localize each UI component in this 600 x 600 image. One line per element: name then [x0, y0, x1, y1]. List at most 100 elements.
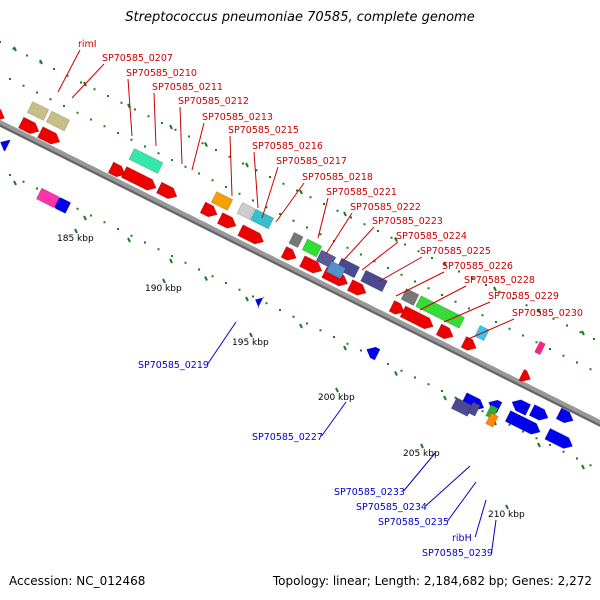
- top-gene-label: SP70585_0210: [126, 68, 197, 79]
- reverse-gene-arrow: [366, 346, 381, 361]
- tick-mark-lower: [581, 464, 585, 470]
- top-gene-label: SP70585_0217: [276, 156, 347, 167]
- top-gene-label: SP70585_0225: [420, 246, 491, 257]
- bottom-label-leader: [425, 465, 471, 507]
- guide-dot-lower: [508, 423, 511, 426]
- cog-colored-box: [360, 269, 388, 293]
- kbp-tick: [249, 332, 253, 338]
- reverse-gene-arrow: [528, 404, 549, 421]
- guide-dot-far-upper: [485, 284, 487, 286]
- guide-dot-lower: [306, 322, 308, 325]
- guide-dot-upper: [63, 105, 65, 107]
- guide-dot-upper: [441, 294, 443, 296]
- guide-dot-upper: [211, 179, 214, 182]
- tick-mark-upper: [39, 59, 43, 65]
- guide-dot-upper: [292, 219, 295, 222]
- guide-dot-far-upper: [120, 101, 123, 104]
- tick-mark-lower: [127, 237, 131, 243]
- kbp-tick: [420, 443, 424, 449]
- guide-dot-lower: [387, 363, 389, 365]
- guide-dot-lower: [211, 275, 214, 278]
- guide-dot-lower: [171, 255, 173, 257]
- guide-dot-far-upper: [336, 209, 339, 212]
- bottom-label-leader: [403, 451, 437, 492]
- guide-dot-lower: [265, 302, 268, 305]
- guide-dot-upper: [373, 260, 376, 263]
- guide-dot-far-upper: [431, 257, 433, 259]
- top-gene-label: SP70585_0207: [102, 53, 173, 64]
- guide-dot-lower: [238, 288, 241, 291]
- guide-dot-far-upper: [282, 182, 285, 185]
- guide-dot-upper: [562, 354, 565, 357]
- guide-dot-lower: [184, 261, 187, 264]
- guide-dot-far-upper: [525, 304, 528, 307]
- guide-dot-lower: [535, 437, 538, 440]
- guide-dot-upper: [49, 98, 52, 101]
- top-gene-label: SP70585_0229: [488, 291, 559, 302]
- tick-mark-upper: [537, 308, 541, 314]
- guide-dot-lower: [522, 430, 524, 433]
- top-label-leader: [465, 318, 515, 341]
- guide-dot-upper: [454, 300, 457, 303]
- guide-dot-lower: [225, 282, 227, 284]
- accession-text: Accession: NC_012468: [9, 574, 146, 588]
- tick-mark-upper: [245, 162, 249, 168]
- tick-mark-lower: [537, 442, 541, 448]
- guide-dot-lower: [481, 410, 484, 413]
- guide-dot-upper: [346, 246, 349, 249]
- bottom-gene-label: SP70585_0234: [356, 502, 427, 513]
- guide-dot-upper: [481, 314, 484, 317]
- cog-colored-box: [236, 202, 256, 220]
- tick-mark-lower: [13, 180, 17, 186]
- bottom-label-leader: [474, 499, 487, 538]
- guide-dot-upper: [225, 186, 227, 188]
- topology-summary: Topology: linear; Length: 2,184,682 bp; …: [272, 574, 592, 588]
- guide-dot-upper: [468, 307, 470, 310]
- top-label-leader: [325, 212, 353, 255]
- guide-dot-lower: [441, 390, 443, 392]
- guide-dot-far-upper: [350, 216, 352, 219]
- guide-dot-upper: [387, 267, 389, 269]
- tick-mark-lower: [343, 345, 347, 351]
- guide-dot-upper: [90, 118, 92, 121]
- kbp-tick: [335, 387, 339, 393]
- guide-dot-far-upper: [66, 74, 69, 77]
- guide-dot-lower: [76, 207, 79, 210]
- top-label-leader: [57, 49, 81, 93]
- cog-colored-box: [35, 187, 61, 209]
- guide-dot-lower: [589, 464, 592, 467]
- guide-dot-far-upper: [566, 324, 568, 327]
- tick-mark-lower: [204, 276, 208, 281]
- guide-dot-upper: [576, 361, 578, 364]
- bottom-gene-label: SP70585_0235: [378, 517, 449, 528]
- top-gene-label: SP70585_0221: [326, 187, 397, 198]
- guide-dot-lower: [198, 268, 200, 271]
- cog-colored-box: [45, 110, 71, 132]
- guide-dot-upper: [238, 192, 241, 195]
- guide-dot-far-upper: [201, 142, 204, 145]
- bottom-gene-label: SP70585_0239: [422, 548, 493, 559]
- guide-dot-far-upper: [147, 115, 150, 118]
- guide-dot-lower: [279, 309, 281, 311]
- guide-dot-far-upper: [404, 243, 406, 246]
- guide-dot-upper: [144, 145, 146, 148]
- bottom-gene-label: SP70585_0219: [138, 360, 209, 371]
- guide-dot-far-upper: [26, 54, 28, 57]
- guide-dot-lower: [90, 214, 92, 217]
- forward-gene-arrow: [107, 161, 126, 178]
- top-gene-label: SP70585_0218: [302, 172, 373, 183]
- guide-dot-far-upper: [552, 317, 555, 320]
- reverse-gene-arrow: [0, 139, 11, 152]
- top-label-leader: [127, 78, 133, 137]
- kbp-tick-label: 200 kbp: [318, 393, 355, 403]
- guide-dot-far-upper: [12, 47, 15, 50]
- forward-gene-arrow: [399, 305, 434, 330]
- guide-dot-far-upper: [593, 338, 595, 340]
- bottom-label-leader: [207, 321, 237, 365]
- guide-dot-far-upper: [255, 169, 258, 172]
- guide-dot-far-upper: [0, 41, 1, 43]
- forward-gene-arrow: [155, 181, 178, 200]
- forward-gene-arrow: [216, 212, 237, 229]
- guide-dot-upper: [157, 152, 160, 155]
